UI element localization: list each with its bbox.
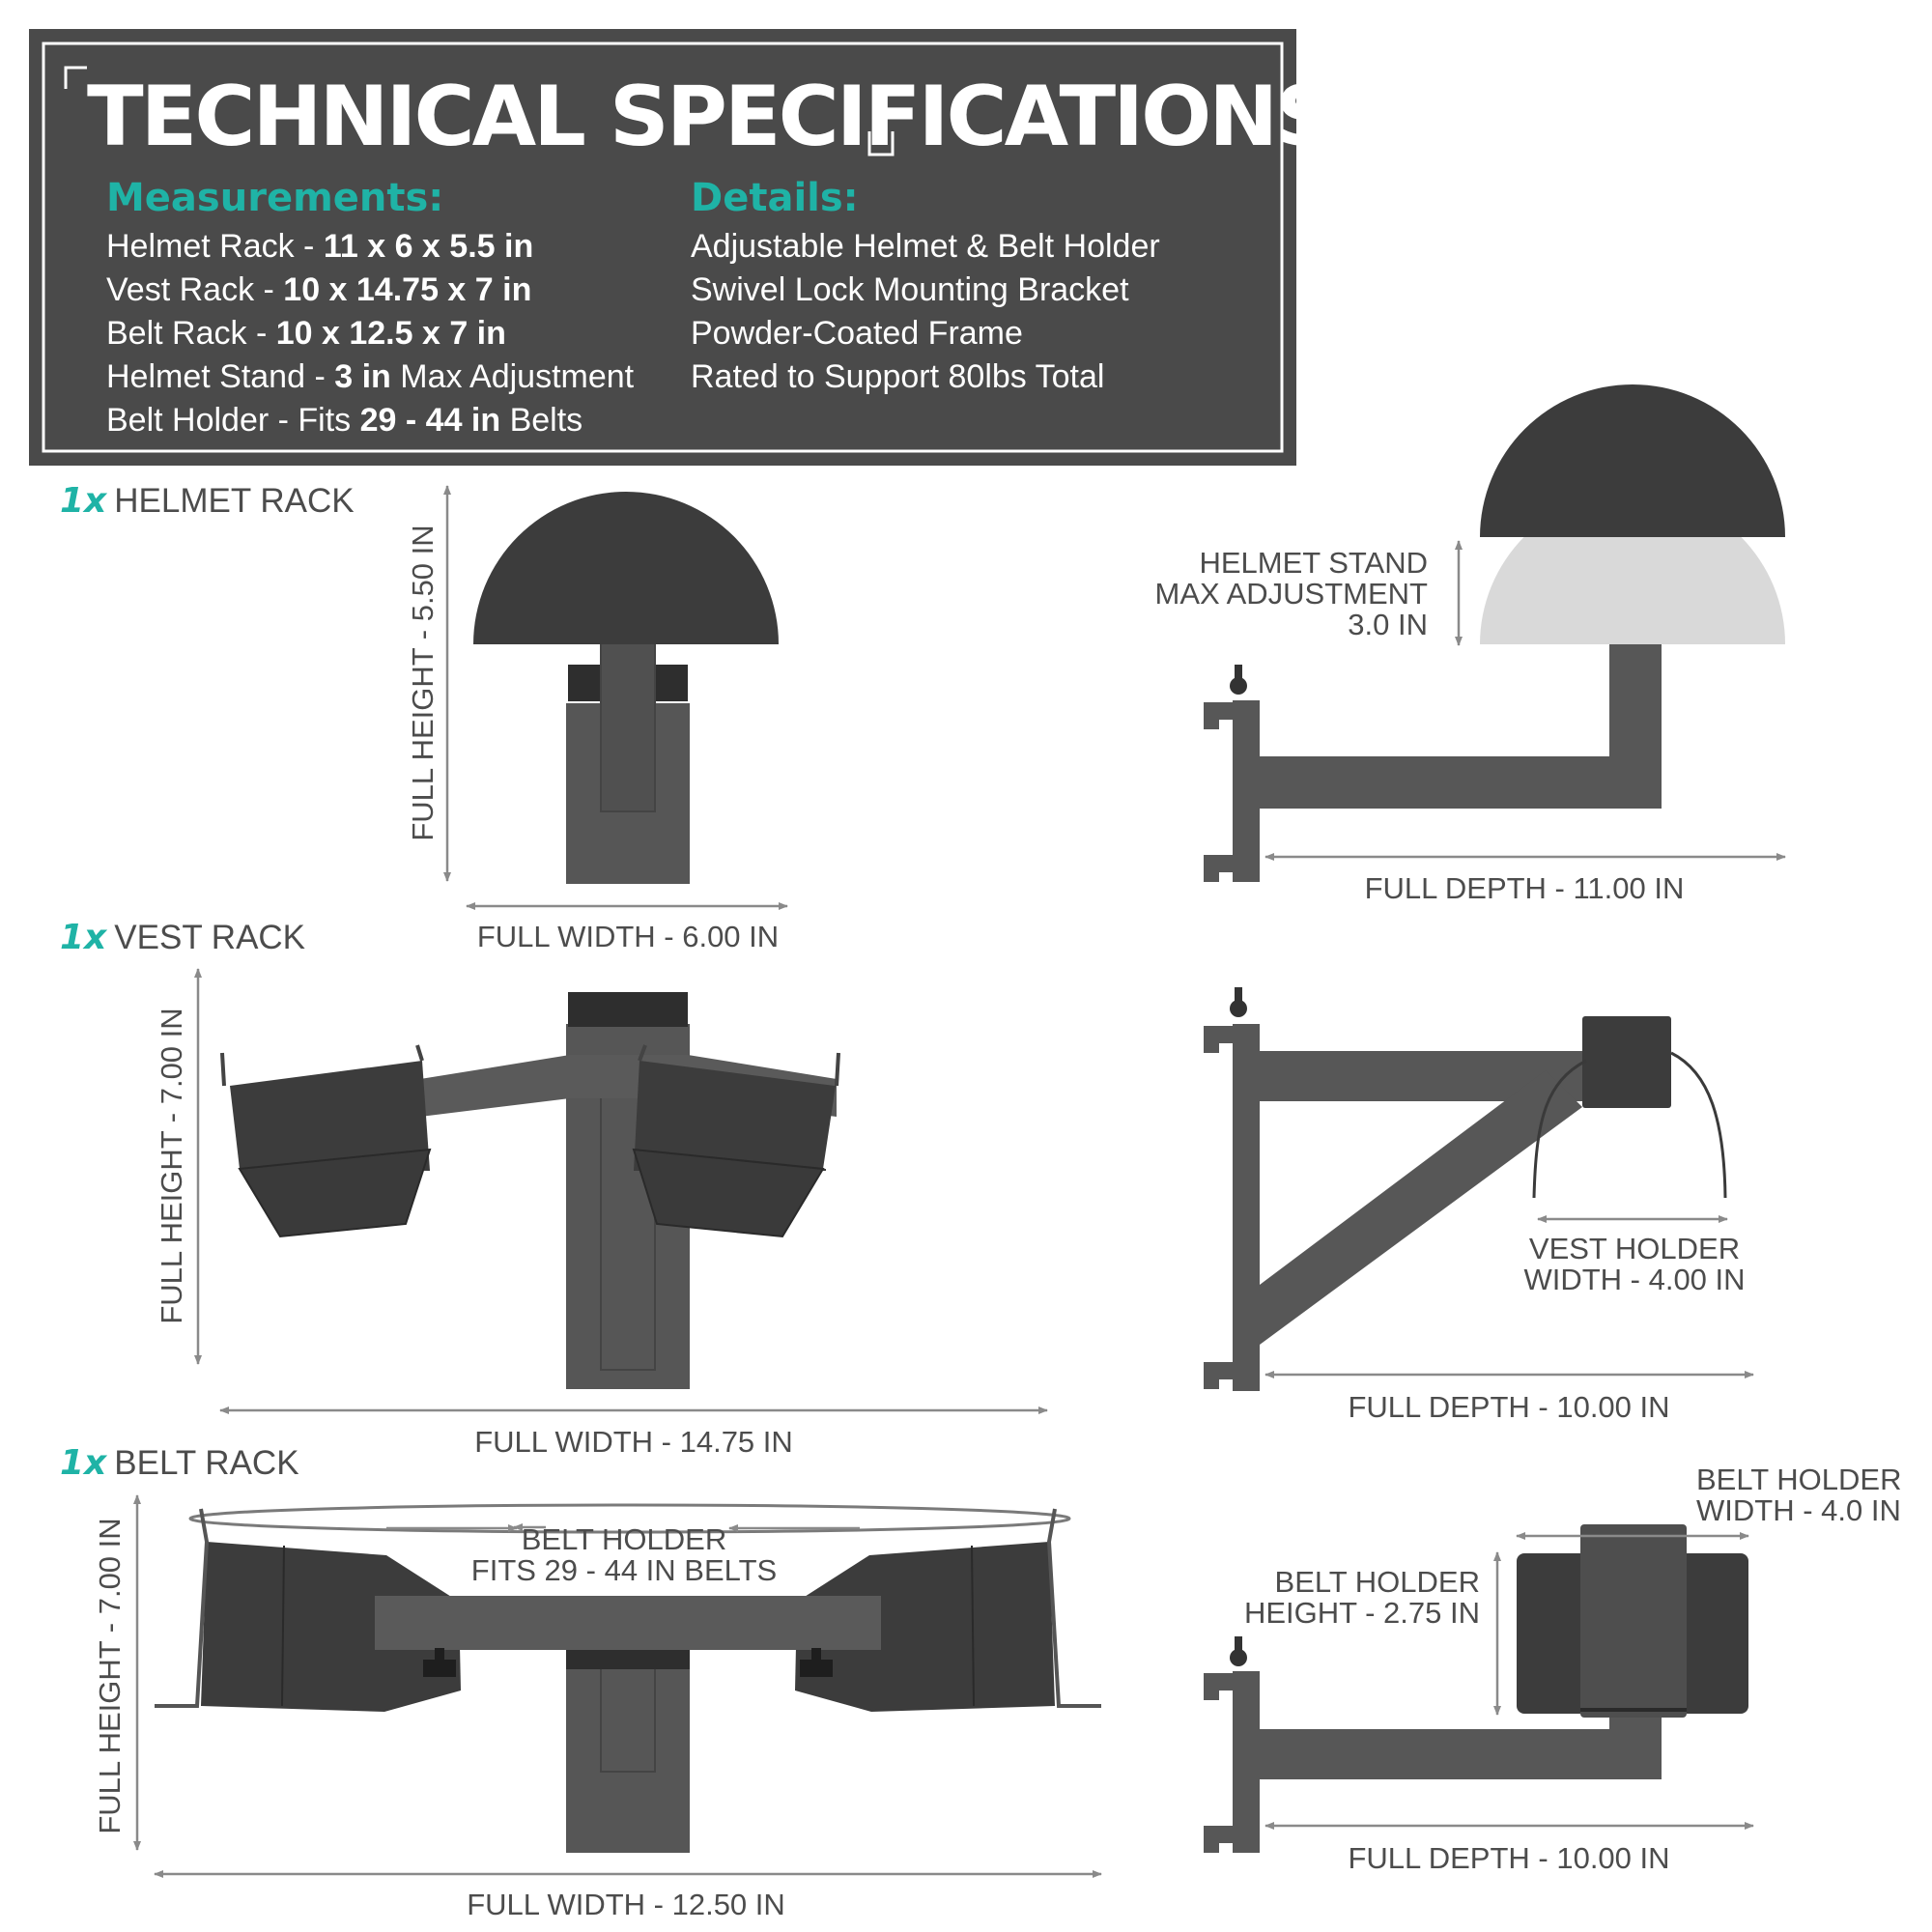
wall-bracket	[1233, 700, 1260, 882]
measurements-heading: Measurements:	[106, 176, 443, 220]
belt-height-label: FULL HEIGHT - 7.00 IN	[93, 1518, 127, 1833]
stand-label: HELMET STAND	[1199, 546, 1428, 580]
swivel-lock-knob	[1230, 1649, 1247, 1666]
belt-fits-label: BELT HOLDER	[522, 1522, 726, 1556]
page-title: TECHNICAL SPECIFICATIONS	[87, 69, 1332, 165]
belt-depth-label: FULL DEPTH - 10.00 IN	[1348, 1841, 1669, 1875]
vest-holder-block	[1582, 1016, 1671, 1108]
measurement-item: Helmet Stand - 3 in Max Adjustment	[106, 358, 635, 395]
detail-item: Powder-Coated Frame	[691, 315, 1023, 352]
belt-side-view: BELT HOLDER WIDTH - 4.0 IN BELT HOLDER H…	[1204, 1463, 1901, 1875]
helmet-dome	[1480, 384, 1785, 537]
belt-holder-height-label: HEIGHT - 2.75 IN	[1244, 1596, 1480, 1630]
spec-panel: TECHNICAL SPECIFICATIONS Measurements: D…	[29, 29, 1335, 466]
helmet-dome	[473, 492, 779, 644]
wall-post	[566, 1652, 690, 1853]
swivel-lock-knob	[1230, 677, 1247, 695]
vest-holder-label: VEST HOLDER	[1529, 1232, 1740, 1265]
detail-item: Adjustable Helmet & Belt Holder	[691, 228, 1160, 265]
vest-pad-left	[230, 1061, 430, 1171]
helmet-depth-label: FULL DEPTH - 11.00 IN	[1365, 871, 1685, 905]
vest-depth-label: FULL DEPTH - 10.00 IN	[1348, 1390, 1669, 1424]
belt-holder-width-label: WIDTH - 4.0 IN	[1696, 1493, 1901, 1527]
belt-pad-left	[201, 1542, 461, 1712]
arm	[1256, 756, 1662, 809]
measurement-item: Belt Holder - Fits 29 - 44 in Belts	[106, 402, 582, 439]
vest-side-view: VEST HOLDER WIDTH - 4.00 IN FULL DEPTH -…	[1204, 987, 1754, 1424]
measurement-item: Vest Rack - 10 x 14.75 x 7 in	[106, 271, 531, 308]
details-heading: Details:	[691, 176, 859, 220]
swivel-lock-knob	[1230, 1000, 1247, 1017]
belt-pad-right	[795, 1542, 1055, 1712]
belt-arm	[375, 1596, 881, 1650]
stand-label: MAX ADJUSTMENT	[1155, 577, 1429, 611]
arm	[1256, 1729, 1662, 1779]
detail-item: Rated to Support 80lbs Total	[691, 358, 1104, 395]
detail-item: Swivel Lock Mounting Bracket	[691, 271, 1129, 308]
wall-bracket	[1233, 1024, 1260, 1391]
helmet-side-view: HELMET STAND MAX ADJUSTMENT 3.0 IN FULL …	[1155, 384, 1786, 905]
stand-label: 3.0 IN	[1348, 608, 1428, 641]
vest-width-label: FULL WIDTH - 14.75 IN	[474, 1425, 793, 1459]
corner-bracket-icon	[64, 66, 87, 89]
mount-clamp	[568, 992, 688, 1027]
vest-height-label: FULL HEIGHT - 7.00 IN	[155, 1008, 188, 1323]
helmet-stand-bar	[600, 641, 656, 812]
measurement-item: Helmet Rack - 11 x 6 x 5.5 in	[106, 228, 533, 265]
corner-bracket-icon	[867, 131, 895, 156]
belt-fits-label: FITS 29 - 44 IN BELTS	[471, 1553, 777, 1587]
diagonal-brace	[1260, 1070, 1582, 1345]
wall-bracket	[1233, 1671, 1260, 1853]
belt-holder-width-label: BELT HOLDER	[1696, 1463, 1901, 1496]
measurement-item: Belt Rack - 10 x 12.5 x 7 in	[106, 315, 506, 352]
belt-width-label: FULL WIDTH - 12.50 IN	[467, 1888, 785, 1921]
adjust-knob	[423, 1660, 456, 1677]
vest-pad-right	[634, 1061, 836, 1171]
belt-loop	[188, 1503, 1071, 1534]
helmet-width-label: FULL WIDTH - 6.00 IN	[477, 920, 779, 953]
belt-holder-height-label: BELT HOLDER	[1275, 1565, 1480, 1599]
vest-holder-label: WIDTH - 4.00 IN	[1523, 1263, 1745, 1296]
adjust-knob	[800, 1660, 833, 1677]
helmet-height-label: FULL HEIGHT - 5.50 IN	[406, 525, 440, 840]
